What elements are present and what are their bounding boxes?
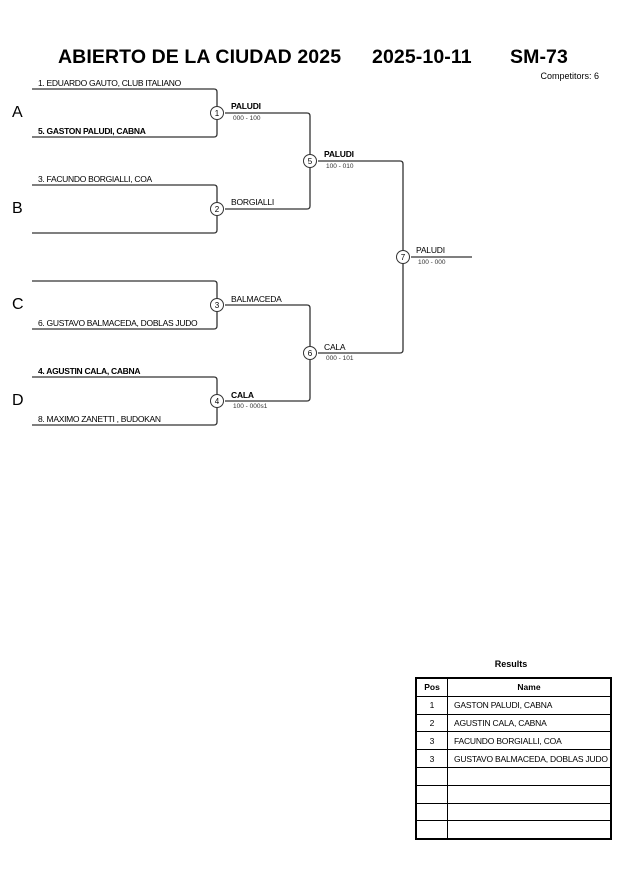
pos-header: Pos: [415, 677, 448, 697]
match-5-number: 5: [308, 157, 313, 166]
result-pos: [415, 766, 448, 786]
results-row: [415, 820, 612, 840]
match-2-marker: [210, 202, 224, 216]
results-row: [415, 784, 612, 804]
event-date: 2025-10-11: [372, 46, 472, 68]
bracket-title: ABIERTO DE LA CIUDAD 2025 2025-10-11 SM-…: [0, 46, 630, 70]
match-1-score: 000 - 100: [233, 115, 261, 122]
result-pos: 1: [415, 695, 448, 715]
result-pos: [415, 784, 448, 804]
match-7-marker: [396, 250, 410, 264]
results-table: Pos Name 1 GASTON PALUDI, CABNA 2 AGUSTI…: [415, 677, 612, 841]
result-pos: 3: [415, 749, 448, 768]
results-row: [415, 802, 612, 822]
match-7-score: 100 - 000: [418, 259, 446, 266]
results-title: Results: [494, 659, 528, 669]
result-pos: [415, 820, 448, 840]
entrant-3: 3. FACUNDO BORGIALLI, COA: [38, 174, 152, 184]
match-5-winner: PALUDI: [324, 149, 354, 159]
match-7-number: 7: [401, 253, 406, 262]
match-2-number: 2: [215, 205, 220, 214]
results-row: 3 FACUNDO BORGIALLI, COA: [415, 731, 612, 751]
match-6-marker: [303, 346, 317, 360]
weight-category: SM-73: [510, 46, 568, 68]
pool-label-b: B: [12, 200, 23, 217]
match-1-number: 1: [215, 109, 220, 118]
match-6-winner: CALA: [324, 342, 346, 352]
result-pos: 2: [415, 713, 448, 733]
pool-label-c: C: [12, 296, 24, 313]
match-4-winner: CALA: [231, 390, 254, 400]
result-name: FACUNDO BORGIALLI, COA: [447, 731, 612, 751]
match-7-bracket: [318, 160, 404, 354]
result-name: GUSTAVO BALMACEDA, DOBLAS JUDO: [447, 749, 612, 768]
match-3-winner: BALMACEDA: [231, 294, 282, 304]
match-6-score: 000 - 101: [326, 355, 354, 362]
match-1-winner: PALUDI: [231, 101, 261, 111]
match-3-marker: [210, 298, 224, 312]
match-1-marker: [210, 106, 224, 120]
result-name: [447, 766, 612, 786]
match-5-marker: [303, 154, 317, 168]
match-2-bracket: [32, 184, 218, 234]
match-3-number: 3: [215, 301, 220, 310]
match-6-number: 6: [308, 349, 313, 358]
results-row: 1 GASTON PALUDI, CABNA: [415, 695, 612, 715]
result-name: [447, 820, 612, 840]
competitor-count: Competitors: 6: [540, 71, 599, 81]
results-row: 2 AGUSTIN CALA, CABNA: [415, 713, 612, 733]
entrant-2: 5. GASTON PALUDI, CABNA: [38, 126, 146, 136]
results-row: [415, 766, 612, 786]
pool-label-d: D: [12, 392, 24, 409]
result-name: AGUSTIN CALA, CABNA: [447, 713, 612, 733]
result-name: GASTON PALUDI, CABNA: [447, 695, 612, 715]
match-6-bracket: [225, 304, 311, 402]
results-header-row: Pos Name: [415, 677, 612, 697]
entrant-1: 1. EDUARDO GAUTO, CLUB ITALIANO: [38, 78, 181, 88]
match-5-score: 100 - 010: [326, 163, 354, 170]
entrant-7: 4. AGUSTIN CALA, CABNA: [38, 366, 141, 376]
result-pos: [415, 802, 448, 822]
match-4-score: 100 - 000s1: [233, 403, 268, 410]
match-5-bracket: [225, 112, 311, 210]
result-pos: 3: [415, 731, 448, 751]
name-header: Name: [447, 677, 612, 697]
match-4-marker: [210, 394, 224, 408]
event-name: ABIERTO DE LA CIUDAD 2025: [58, 46, 342, 68]
entrant-8: 8. MAXIMO ZANETTI , BUDOKAN: [38, 414, 161, 424]
entrant-6: 6. GUSTAVO BALMACEDA, DOBLAS JUDO: [38, 318, 198, 328]
pool-label-a: A: [12, 104, 23, 121]
results-row: 3 GUSTAVO BALMACEDA, DOBLAS JUDO: [415, 749, 612, 768]
match-4-number: 4: [215, 397, 220, 406]
result-name: [447, 802, 612, 822]
match-7-winner: PALUDI: [416, 245, 445, 255]
match-2-winner: BORGIALLI: [231, 197, 275, 207]
result-name: [447, 784, 612, 804]
